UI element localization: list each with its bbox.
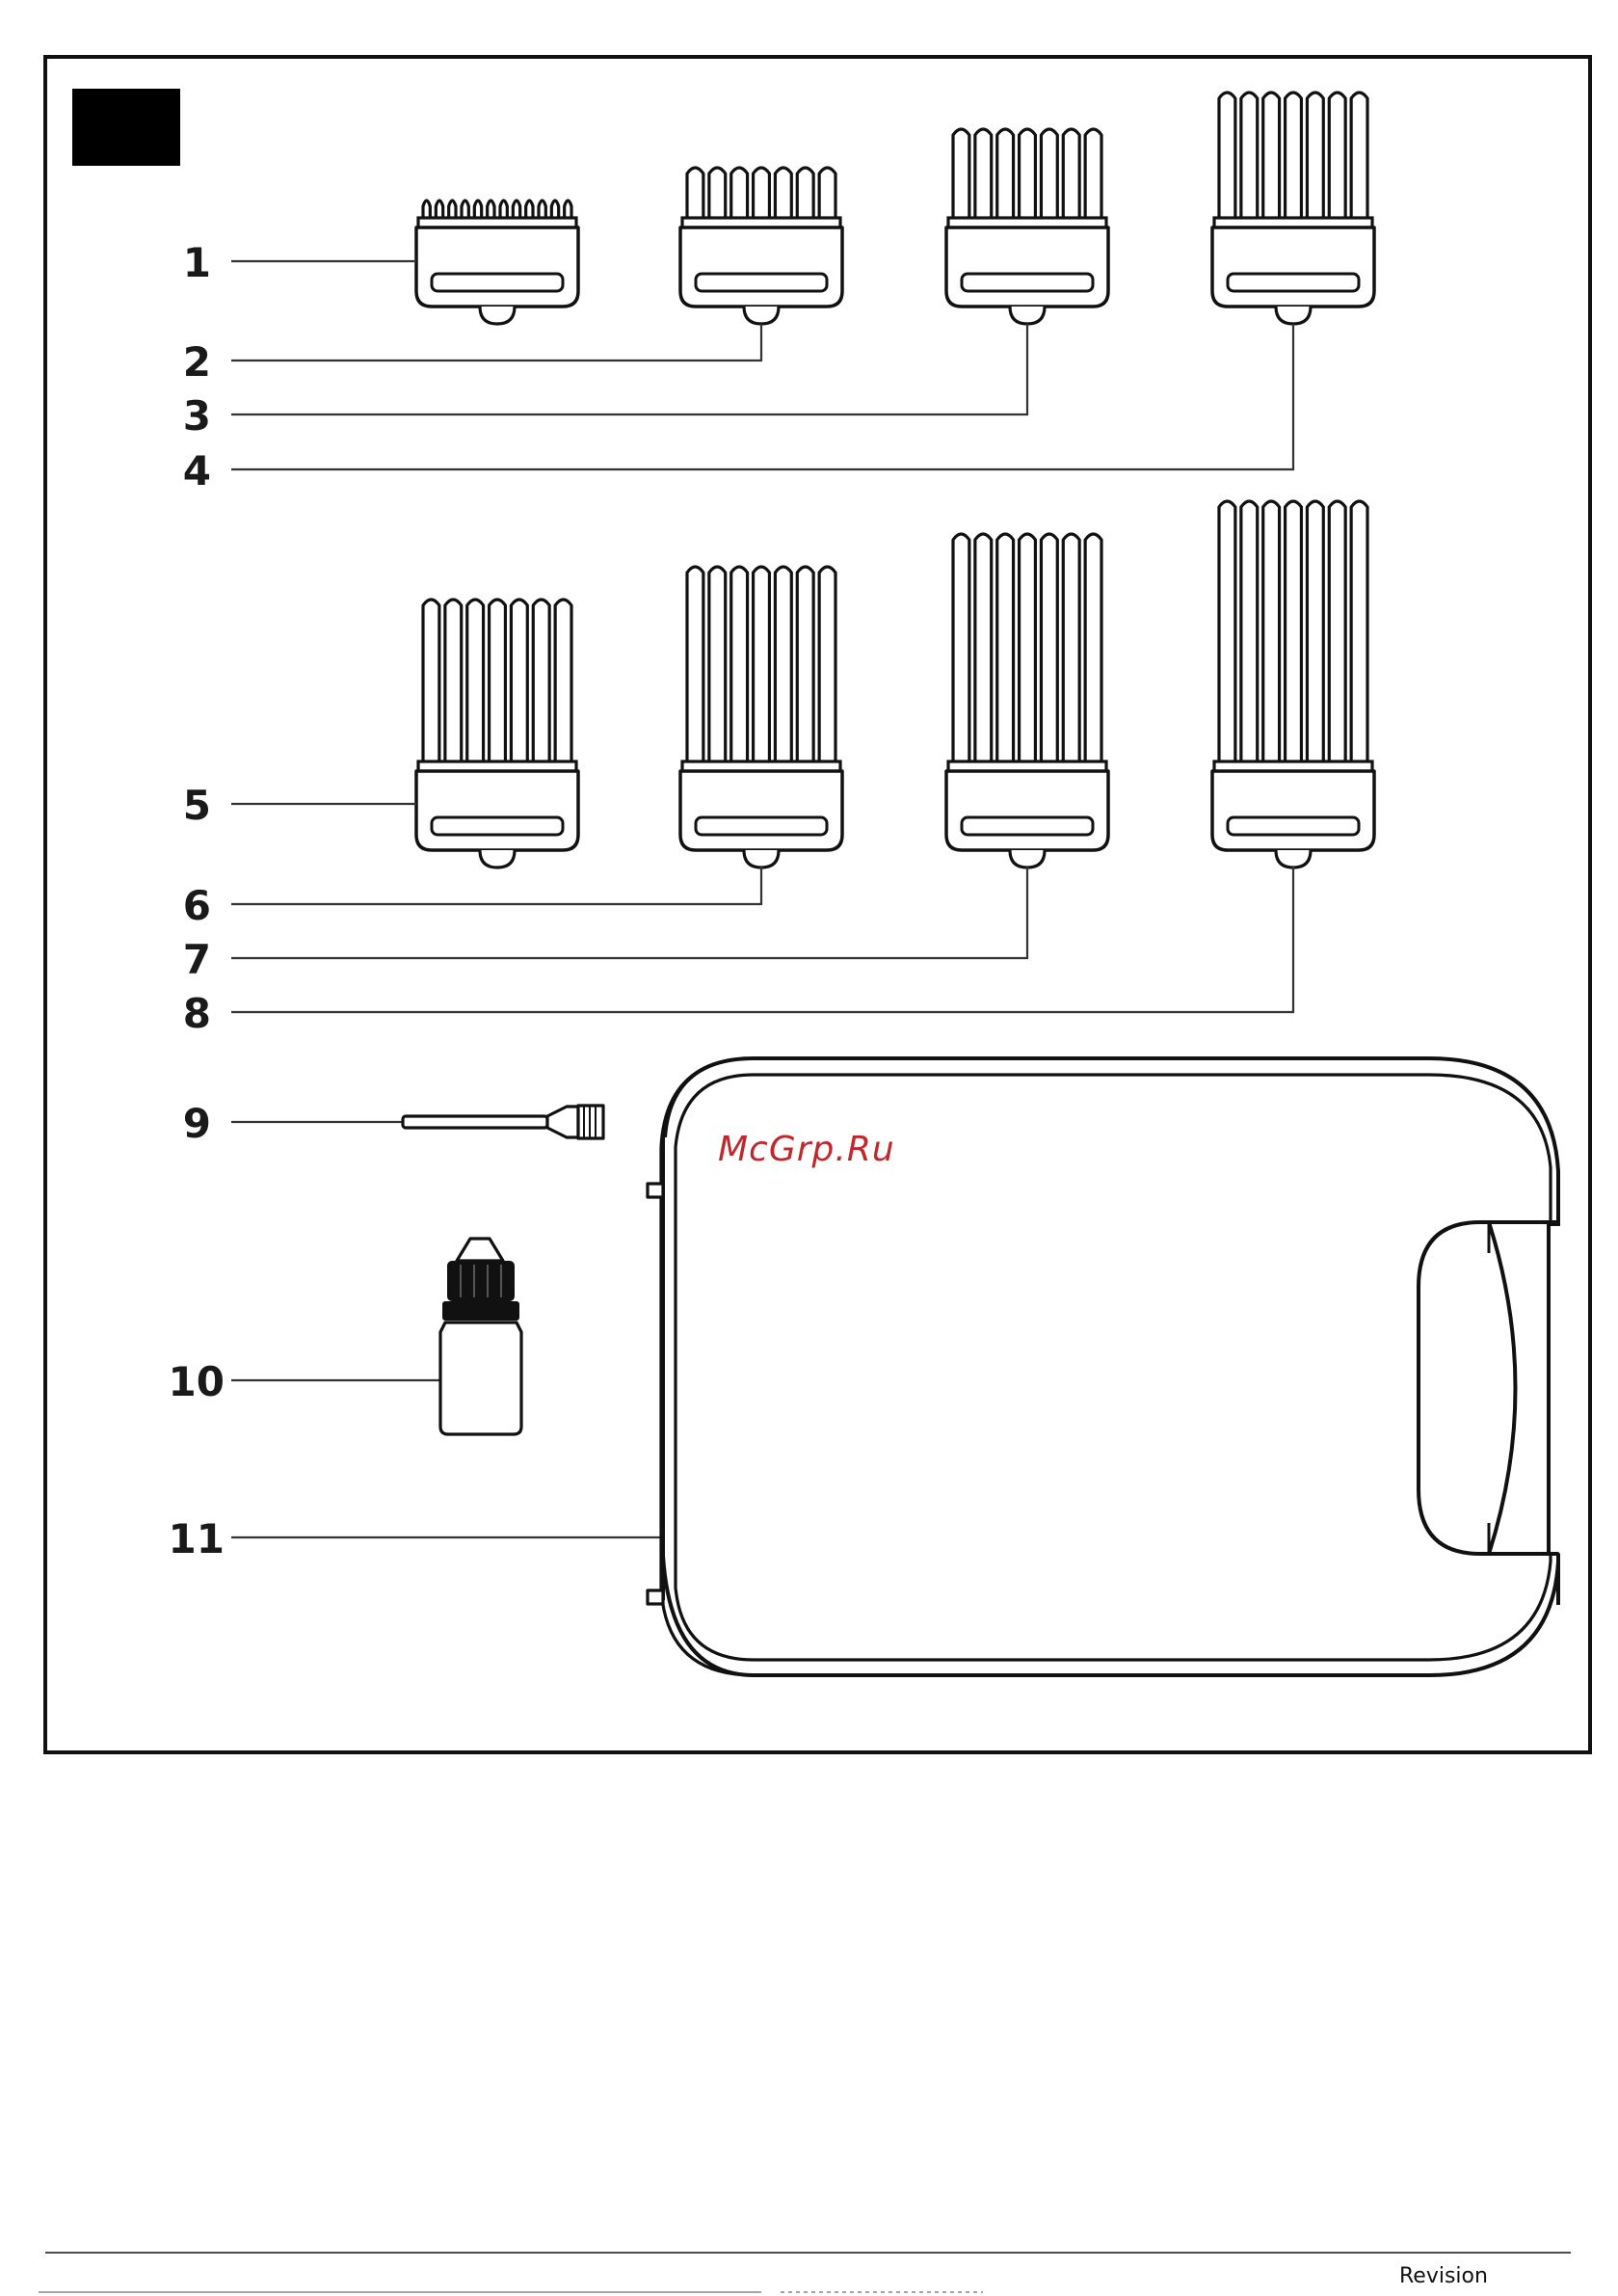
leader-lines <box>231 261 1293 1537</box>
comb-attachment-icon <box>416 200 578 324</box>
comb-attachment-icon <box>416 600 578 868</box>
footer-revision-label: Revision <box>1399 2264 1488 2288</box>
callout-4: 4 <box>183 447 211 494</box>
figure-number-box <box>72 89 180 166</box>
watermark: McGrp.Ru <box>718 1130 895 1169</box>
callout-7: 7 <box>183 936 211 983</box>
comb-attachment-icon <box>1212 93 1374 324</box>
callout-3: 3 <box>183 392 211 440</box>
comb-attachment-icon <box>1212 501 1374 868</box>
oil-bottle-icon <box>440 1239 521 1434</box>
callout-10: 10 <box>169 1358 225 1405</box>
callout-9: 9 <box>183 1100 211 1147</box>
callout-11: 11 <box>169 1515 225 1562</box>
callout-1: 1 <box>183 239 211 286</box>
comb-attachment-icon <box>946 534 1108 868</box>
callout-2: 2 <box>183 338 211 386</box>
callout-5: 5 <box>183 782 211 829</box>
callout-8: 8 <box>183 990 211 1037</box>
comb-attachment-icon <box>946 129 1108 324</box>
cleaning-brush-icon <box>403 1106 603 1138</box>
comb-row-top <box>416 93 1374 324</box>
callout-6: 6 <box>183 882 211 929</box>
comb-attachment-icon <box>680 567 842 868</box>
comb-attachment-icon <box>680 168 842 324</box>
callout-labels: 1 2 3 4 5 6 7 8 9 10 11 <box>169 239 225 1562</box>
comb-row-bottom <box>416 501 1374 868</box>
